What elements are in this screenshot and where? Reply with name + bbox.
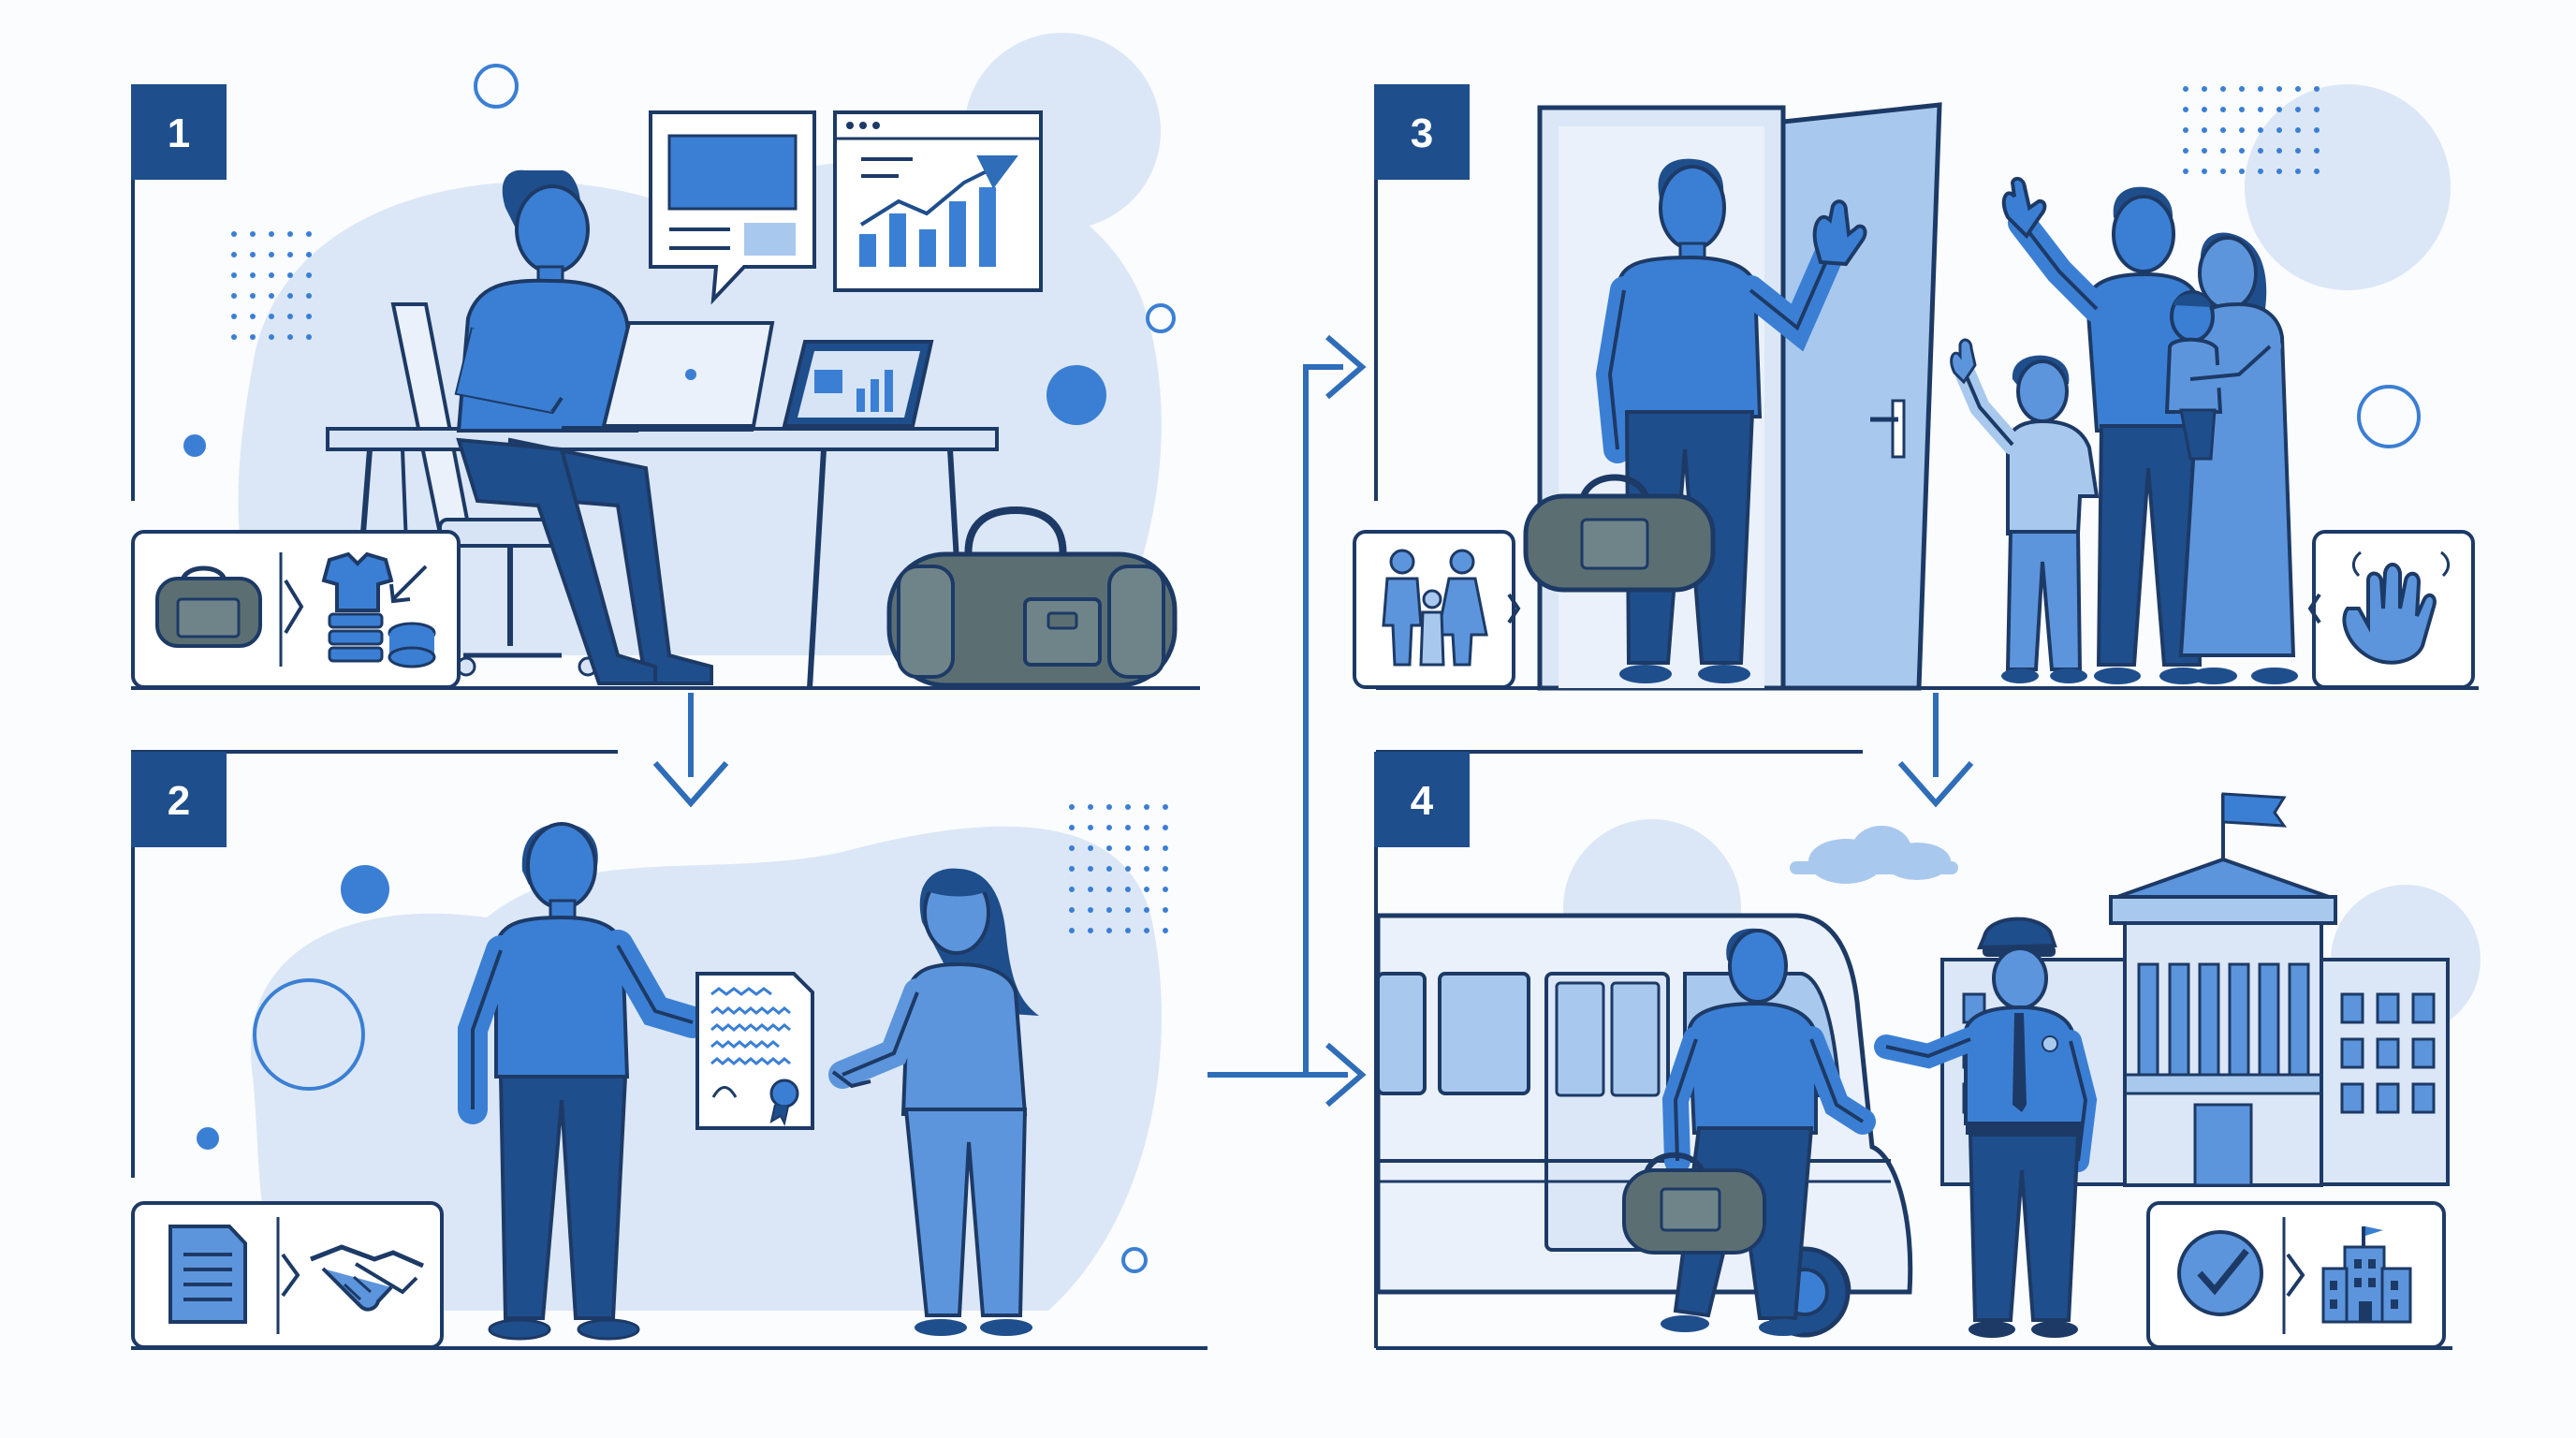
dot-grid [1069,804,1168,933]
icon-box-left [1353,530,1521,689]
woman-receiving [828,868,1039,1336]
duffel-bag [1523,474,1716,593]
checkmark-icon [2177,1230,2263,1316]
certificate-document [695,972,814,1130]
traveler-with-bag [1622,928,1876,1336]
man-waving [1595,158,1867,683]
laptop [562,321,775,432]
icon-box-right [2307,530,2475,689]
bus [1375,913,1913,1338]
duffel-bag [1622,1152,1766,1255]
decor-ring [253,978,365,1091]
icon-strip [2146,1201,2446,1349]
family-waving [1950,176,2298,684]
panel-step-3: 3 [1353,84,2479,691]
decor-ring [1121,1247,1148,1273]
man-giving-document [458,822,709,1341]
flow-arrow-1-to-2 [652,693,729,808]
decor-dot [341,865,389,914]
step-badge: 1 [131,84,227,180]
decor-ring [474,64,519,109]
police-officer [1874,917,2098,1338]
decor-ring [2357,385,2421,448]
decor-ring [1146,303,1176,333]
duffel-bag [886,506,1178,688]
dot-grid [2183,86,2320,174]
flow-arrow-3-to-4 [1897,693,1974,808]
panel-step-1: 1 [131,33,1200,690]
step-number: 2 [168,778,190,824]
man-working [454,169,713,685]
handshake-icon [310,1244,425,1312]
step-number: 4 [1411,778,1434,824]
clothes-packing-icon [321,551,436,668]
step-number: 3 [1411,110,1433,156]
office-chair [390,302,598,677]
panel-step-2: 2 [131,750,1208,1350]
icon-strip [131,1201,444,1349]
step-badge: 4 [1374,752,1470,847]
analytics-window [833,110,1043,292]
panel-step-4: 4 [1374,750,2481,1350]
decor-dot [197,1127,219,1150]
building-icon [2321,1226,2412,1324]
dot-grid [231,231,312,340]
waving-hand-icon [2342,550,2451,665]
tablet [782,340,934,428]
icon-strip [131,530,461,689]
cloud [1790,826,1958,884]
decor-dot [183,434,206,457]
document-icon [168,1225,247,1324]
flow-arrow-2-to-3 [1208,334,1367,1108]
family-icon [1382,549,1488,667]
speech-bubble-document [649,110,816,305]
step-badge: 2 [131,752,227,847]
duffel-bag-icon [155,565,262,648]
step-number: 1 [168,110,190,156]
decor-dot [1046,365,1106,425]
background-circle [2245,84,2451,290]
step-badge: 3 [1374,84,1470,180]
